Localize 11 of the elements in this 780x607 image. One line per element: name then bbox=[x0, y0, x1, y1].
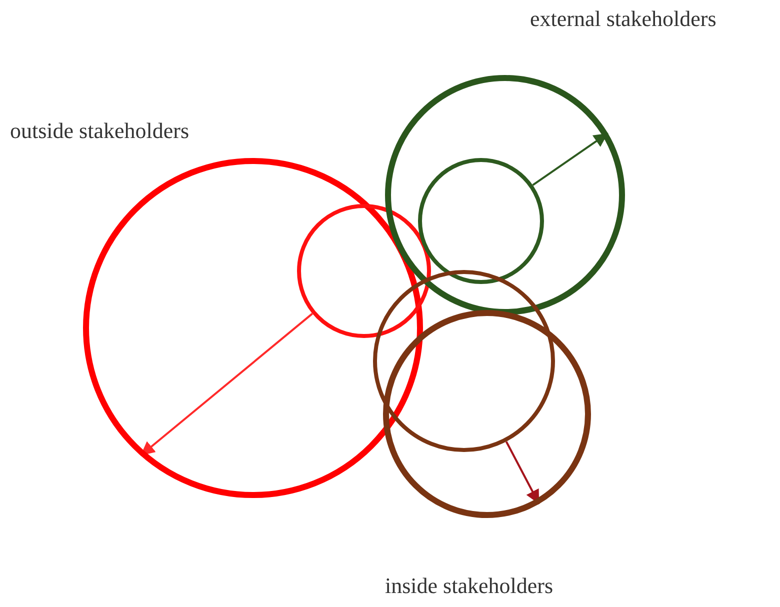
ring-outline bbox=[373, 270, 555, 452]
group-label: external stakeholders bbox=[530, 6, 716, 32]
group-label: inside stakeholders bbox=[385, 573, 554, 600]
ring-outline bbox=[385, 75, 625, 315]
group-label: outside stakeholders bbox=[10, 118, 190, 144]
ring-outline bbox=[297, 204, 431, 338]
arrow bbox=[140, 312, 313, 456]
arrow bbox=[532, 132, 608, 186]
ring-outline bbox=[383, 310, 591, 518]
ring-outline bbox=[83, 158, 423, 498]
ring-outline bbox=[418, 158, 544, 284]
